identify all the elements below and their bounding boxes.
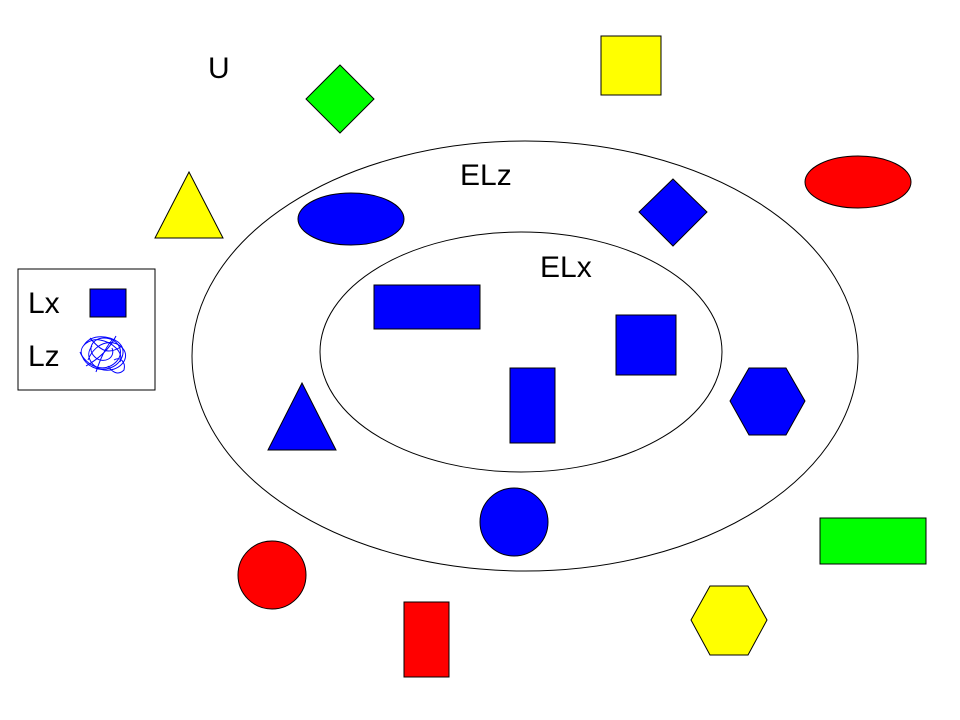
inner-set-ellipse	[319, 231, 723, 473]
blue-diamond	[638, 178, 708, 247]
yellow-triangle	[154, 170, 224, 239]
outer-set-ellipse	[191, 140, 859, 572]
legend: Lx Lz	[17, 268, 156, 391]
red-ellipse	[804, 155, 912, 209]
blue-circle	[479, 487, 549, 557]
legend-lz-scribble-icon	[79, 335, 126, 374]
green-diamond	[305, 64, 375, 134]
legend-lx-swatch	[89, 288, 127, 318]
yellow-hexagon	[690, 585, 768, 656]
universe-label: U	[208, 52, 230, 85]
legend-box	[17, 268, 156, 391]
blue-ellipse	[297, 192, 405, 246]
red-circle	[237, 540, 307, 610]
inner-set-label: ELx	[540, 251, 592, 284]
yellow-square	[600, 35, 662, 96]
legend-lz-label: Lz	[28, 340, 60, 373]
blue-wide-rectangle	[373, 284, 481, 330]
red-rectangle	[403, 601, 450, 678]
outer-set-label: ELz	[460, 159, 512, 192]
blue-triangle	[267, 381, 337, 451]
blue-hexagon	[729, 367, 806, 436]
green-rectangle	[819, 517, 927, 565]
legend-lx-label: Lx	[28, 287, 60, 320]
blue-tall-rectangle	[509, 367, 556, 444]
blue-square	[615, 314, 677, 376]
